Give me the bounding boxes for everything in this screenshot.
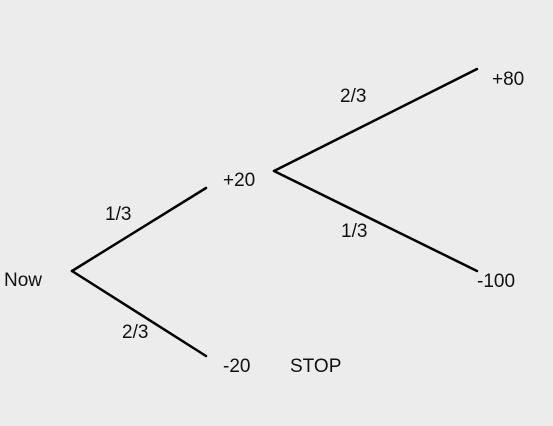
prob-now-to-plus20: 1/3 (105, 204, 132, 225)
edge-plus20-to-plus80 (272, 67, 479, 173)
prob-plus20-to-plus80: 2/3 (340, 86, 367, 107)
edge-now-to-plus20 (70, 186, 208, 273)
prob-now-to-minus20: 2/3 (122, 322, 149, 343)
node-plus20: +20 (223, 170, 256, 191)
node-minus100: -100 (477, 271, 516, 292)
node-now: Now (4, 270, 43, 291)
node-minus20: -20 (223, 356, 251, 377)
stop-label: STOP (290, 356, 342, 377)
prob-plus20-to-minus100: 1/3 (341, 221, 368, 242)
node-plus80: +80 (492, 69, 525, 90)
edge-plus20-to-minus100 (272, 169, 479, 273)
edge-now-to-minus20 (70, 269, 208, 358)
